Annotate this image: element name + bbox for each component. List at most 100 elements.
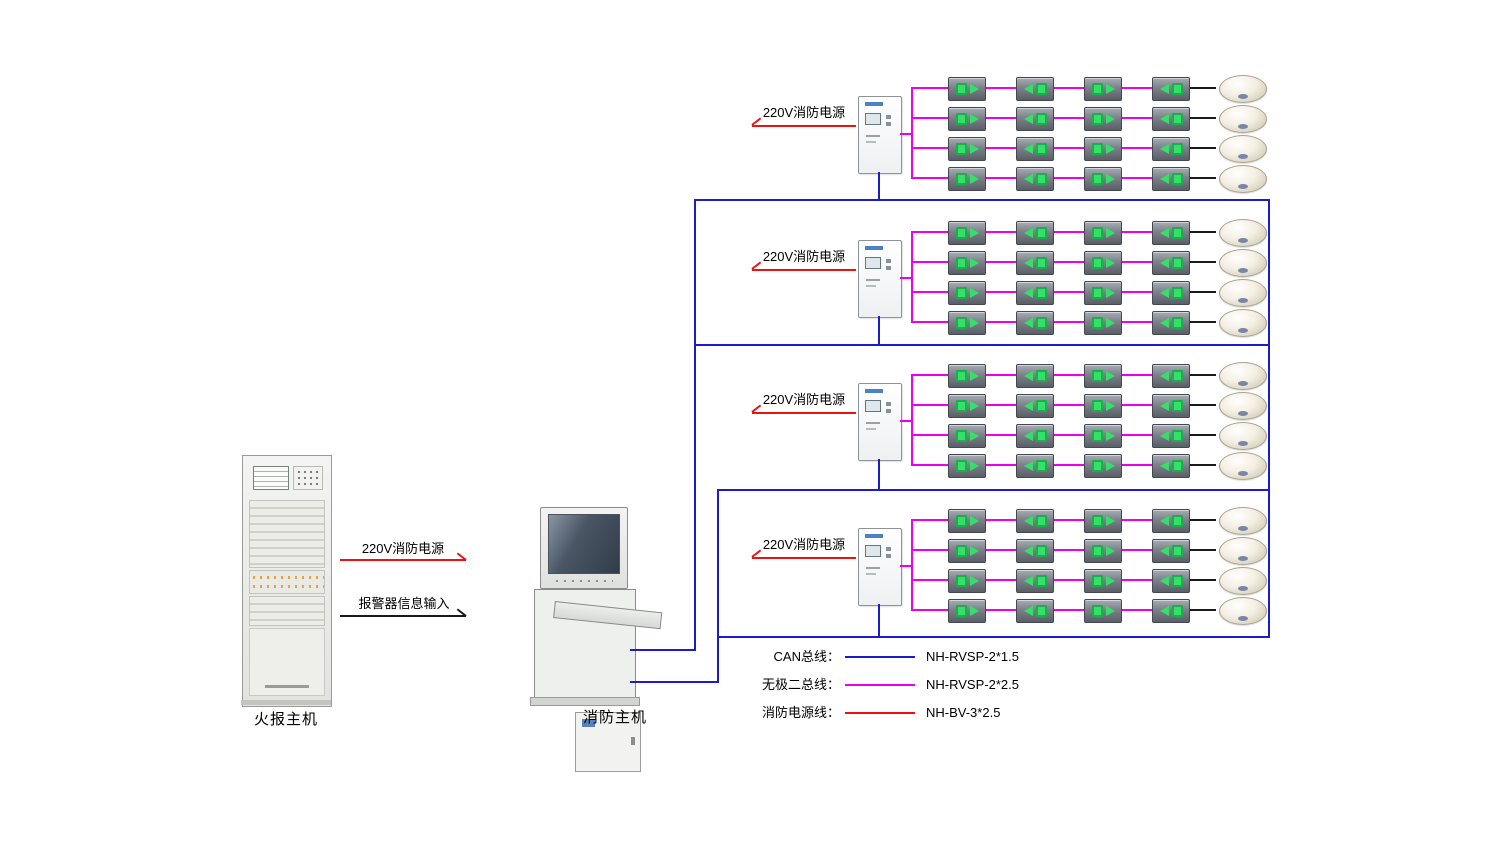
exit-sign bbox=[1084, 221, 1122, 245]
signal-row-line bbox=[913, 609, 948, 611]
exit-sign bbox=[948, 509, 986, 533]
cabinet-keypad bbox=[293, 466, 323, 490]
running-man-icon bbox=[1091, 173, 1103, 185]
exit-sign bbox=[1084, 167, 1122, 191]
exit-sign bbox=[1152, 251, 1190, 275]
running-man-icon bbox=[1035, 430, 1047, 442]
arrow-right-icon bbox=[969, 144, 979, 154]
running-man-icon bbox=[1091, 460, 1103, 472]
arrow-right-icon bbox=[969, 84, 979, 94]
running-man-icon bbox=[1091, 257, 1103, 269]
signal-row-line bbox=[913, 549, 948, 551]
arrow-left-icon bbox=[1023, 144, 1033, 154]
arrow-right-icon bbox=[969, 576, 979, 586]
exit-sign bbox=[1152, 454, 1190, 478]
signal-link-line bbox=[1052, 549, 1084, 551]
box-display bbox=[865, 545, 881, 557]
running-man-icon bbox=[955, 143, 967, 155]
box-brand-mark bbox=[865, 246, 883, 250]
box-label-line bbox=[866, 135, 880, 137]
legend-row-can: CAN总线：NH-RVSP-2*1.5 bbox=[756, 646, 1019, 665]
box-label-line bbox=[866, 573, 876, 575]
signal-link-line bbox=[1120, 291, 1152, 293]
lamp-link-line bbox=[1190, 117, 1216, 119]
exit-sign bbox=[1016, 251, 1054, 275]
exit-sign bbox=[948, 107, 986, 131]
exit-sign bbox=[948, 599, 986, 623]
can-drop-line bbox=[878, 172, 880, 200]
running-man-icon bbox=[1171, 113, 1183, 125]
legend-spec-power: NH-BV-3*2.5 bbox=[926, 705, 1001, 720]
exit-sign bbox=[1152, 364, 1190, 388]
ceiling-lamp bbox=[1219, 507, 1267, 535]
exit-sign bbox=[1084, 77, 1122, 101]
ceiling-lamp bbox=[1219, 597, 1267, 625]
exit-sign bbox=[1084, 509, 1122, 533]
running-man-icon bbox=[1091, 113, 1103, 125]
signal-bus-line bbox=[911, 374, 913, 466]
can-drop-line bbox=[878, 459, 880, 490]
ceiling-lamp bbox=[1219, 75, 1267, 103]
signal-stub-line bbox=[900, 133, 911, 135]
arrow-left-icon bbox=[1023, 318, 1033, 328]
running-man-icon bbox=[1035, 227, 1047, 239]
can-riser-line bbox=[717, 489, 719, 683]
exit-sign bbox=[1152, 137, 1190, 161]
signal-link-line bbox=[1052, 117, 1084, 119]
arrow-right-icon bbox=[1105, 228, 1115, 238]
arrow-right-icon bbox=[1105, 371, 1115, 381]
signal-bus-line bbox=[911, 231, 913, 323]
arrow-right-icon bbox=[1105, 84, 1115, 94]
exit-sign bbox=[948, 167, 986, 191]
running-man-icon bbox=[1171, 257, 1183, 269]
signal-link-line bbox=[984, 519, 1016, 521]
exit-sign bbox=[1016, 364, 1054, 388]
signal-link-line bbox=[1120, 464, 1152, 466]
exit-sign bbox=[1016, 569, 1054, 593]
signal-link-line bbox=[1052, 404, 1084, 406]
exit-sign bbox=[948, 364, 986, 388]
running-man-icon bbox=[1035, 460, 1047, 472]
alarm-flow-label: 报警器信息输入 bbox=[358, 596, 450, 611]
arrow-left-icon bbox=[1023, 516, 1033, 526]
power-line-swatch bbox=[845, 711, 915, 714]
exit-sign bbox=[1016, 539, 1054, 563]
ceiling-lamp bbox=[1219, 452, 1267, 480]
box-label-line bbox=[866, 422, 880, 424]
arrow-right-icon bbox=[969, 288, 979, 298]
signal-link-line bbox=[1120, 231, 1152, 233]
box-label-line bbox=[866, 567, 880, 569]
exit-sign bbox=[1084, 599, 1122, 623]
exit-sign bbox=[1084, 137, 1122, 161]
signal-link-line bbox=[1120, 374, 1152, 376]
signal-link-line bbox=[984, 374, 1016, 376]
distribution-box bbox=[858, 528, 902, 606]
exit-sign bbox=[948, 569, 986, 593]
running-man-icon bbox=[1171, 515, 1183, 527]
signal-link-line bbox=[1052, 609, 1084, 611]
ceiling-lamp bbox=[1219, 362, 1267, 390]
can-drop-line bbox=[878, 604, 880, 637]
monitor-buttons bbox=[553, 578, 613, 584]
arrow-right-icon bbox=[1105, 114, 1115, 124]
arrow-left-icon bbox=[1159, 461, 1169, 471]
can-console-line bbox=[630, 649, 696, 651]
signal-link-line bbox=[984, 404, 1016, 406]
ceiling-lamp bbox=[1219, 392, 1267, 420]
running-man-icon bbox=[1171, 575, 1183, 587]
arrow-left-icon bbox=[1159, 546, 1169, 556]
signal-bus-line bbox=[911, 519, 913, 611]
running-man-icon bbox=[955, 287, 967, 299]
can-line-swatch bbox=[845, 655, 915, 658]
arrow-left-icon bbox=[1023, 84, 1033, 94]
signal-link-line bbox=[1120, 117, 1152, 119]
signal-row-line bbox=[913, 404, 948, 406]
door-sticker bbox=[582, 719, 595, 727]
power-supply-line bbox=[752, 412, 856, 414]
can-riser-line bbox=[694, 199, 696, 651]
arrow-left-icon bbox=[1023, 431, 1033, 441]
exit-sign bbox=[948, 394, 986, 418]
signal-link-line bbox=[1120, 609, 1152, 611]
group-power-label: 220V消防电源 bbox=[762, 105, 846, 120]
running-man-icon bbox=[955, 173, 967, 185]
